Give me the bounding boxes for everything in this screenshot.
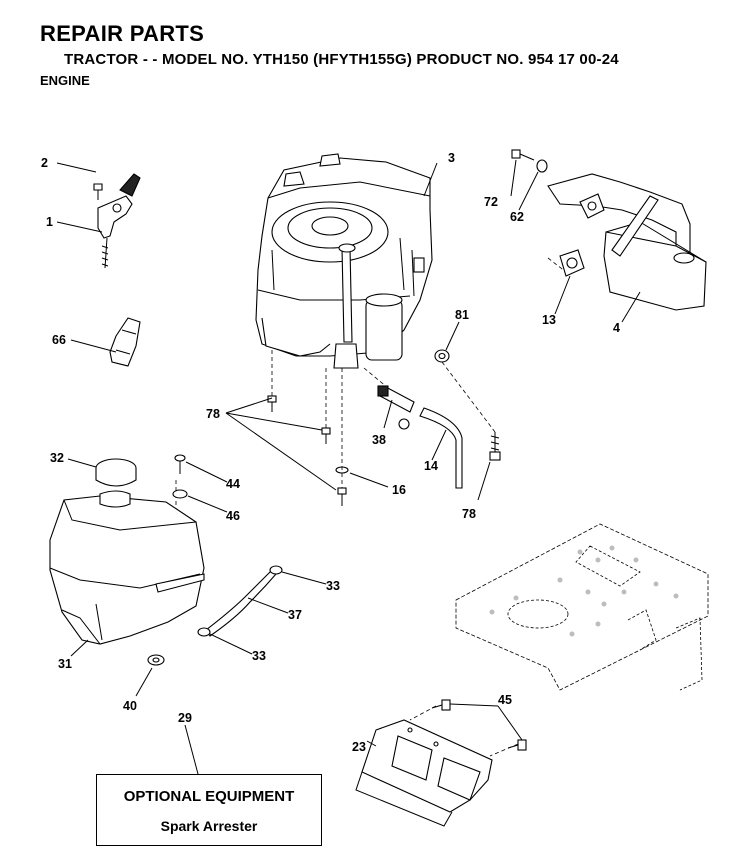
callout-37: 37 bbox=[288, 608, 302, 622]
washer-part-46 bbox=[172, 489, 188, 499]
page-title: REPAIR PARTS bbox=[40, 21, 205, 46]
callout-1: 1 bbox=[46, 215, 53, 229]
callout-62: 62 bbox=[510, 210, 524, 224]
fuel-valve-part bbox=[377, 385, 415, 430]
callout-33-b: 33 bbox=[252, 649, 266, 663]
clamp-part-81 bbox=[434, 349, 450, 363]
callout-33-a: 33 bbox=[326, 579, 340, 593]
callout-46: 46 bbox=[226, 509, 240, 523]
callout-78-a: 78 bbox=[206, 407, 220, 421]
spark-arrester-part bbox=[355, 719, 493, 827]
callout-23: 23 bbox=[352, 740, 366, 754]
leader-lines bbox=[56, 159, 641, 775]
callout-32: 32 bbox=[50, 451, 64, 465]
grommet-part-40 bbox=[147, 654, 165, 666]
gasket-part-13 bbox=[559, 249, 585, 277]
callout-81: 81 bbox=[455, 308, 469, 322]
callout-72: 72 bbox=[484, 195, 498, 209]
fuel-hose-part bbox=[419, 407, 463, 489]
callout-45: 45 bbox=[498, 693, 512, 707]
tractor-frame-part bbox=[455, 523, 709, 691]
section-title: ENGINE bbox=[40, 73, 90, 88]
callout-40: 40 bbox=[123, 699, 137, 713]
optional-equipment-title: OPTIONAL EQUIPMENT bbox=[123, 788, 295, 805]
callout-labels: 2 1 3 72 62 13 4 81 66 78 38 14 16 78 32… bbox=[41, 151, 620, 754]
model-subtitle: TRACTOR - - MODEL NO. YTH150 (HFYTH155G)… bbox=[64, 51, 619, 68]
washer-part-62 bbox=[536, 159, 548, 173]
bolt-part-72 bbox=[511, 149, 535, 161]
spark-arrester-label: Spark Arrester bbox=[160, 818, 258, 834]
callout-13: 13 bbox=[542, 313, 556, 327]
engine-part bbox=[255, 153, 433, 369]
callout-2: 2 bbox=[41, 156, 48, 170]
bolts-78 bbox=[267, 395, 501, 506]
callout-44: 44 bbox=[226, 477, 240, 491]
fuel-cap-part bbox=[95, 458, 137, 487]
callout-16: 16 bbox=[392, 483, 406, 497]
callout-14: 14 bbox=[424, 459, 438, 473]
clip-part-66 bbox=[109, 317, 141, 367]
callout-78-b: 78 bbox=[462, 507, 476, 521]
callout-31: 31 bbox=[58, 657, 72, 671]
optional-equipment-box: OPTIONAL EQUIPMENT Spark Arrester bbox=[96, 774, 322, 846]
muffler-part bbox=[547, 173, 707, 311]
callout-38: 38 bbox=[372, 433, 386, 447]
screw-part-44 bbox=[174, 454, 186, 474]
callout-29: 29 bbox=[178, 711, 192, 725]
fuel-line-part bbox=[197, 565, 283, 637]
callout-66: 66 bbox=[52, 333, 66, 347]
callout-4: 4 bbox=[613, 321, 620, 335]
callout-3: 3 bbox=[448, 151, 455, 165]
fuel-tank-part bbox=[49, 490, 205, 645]
throttle-control-part bbox=[93, 173, 141, 269]
